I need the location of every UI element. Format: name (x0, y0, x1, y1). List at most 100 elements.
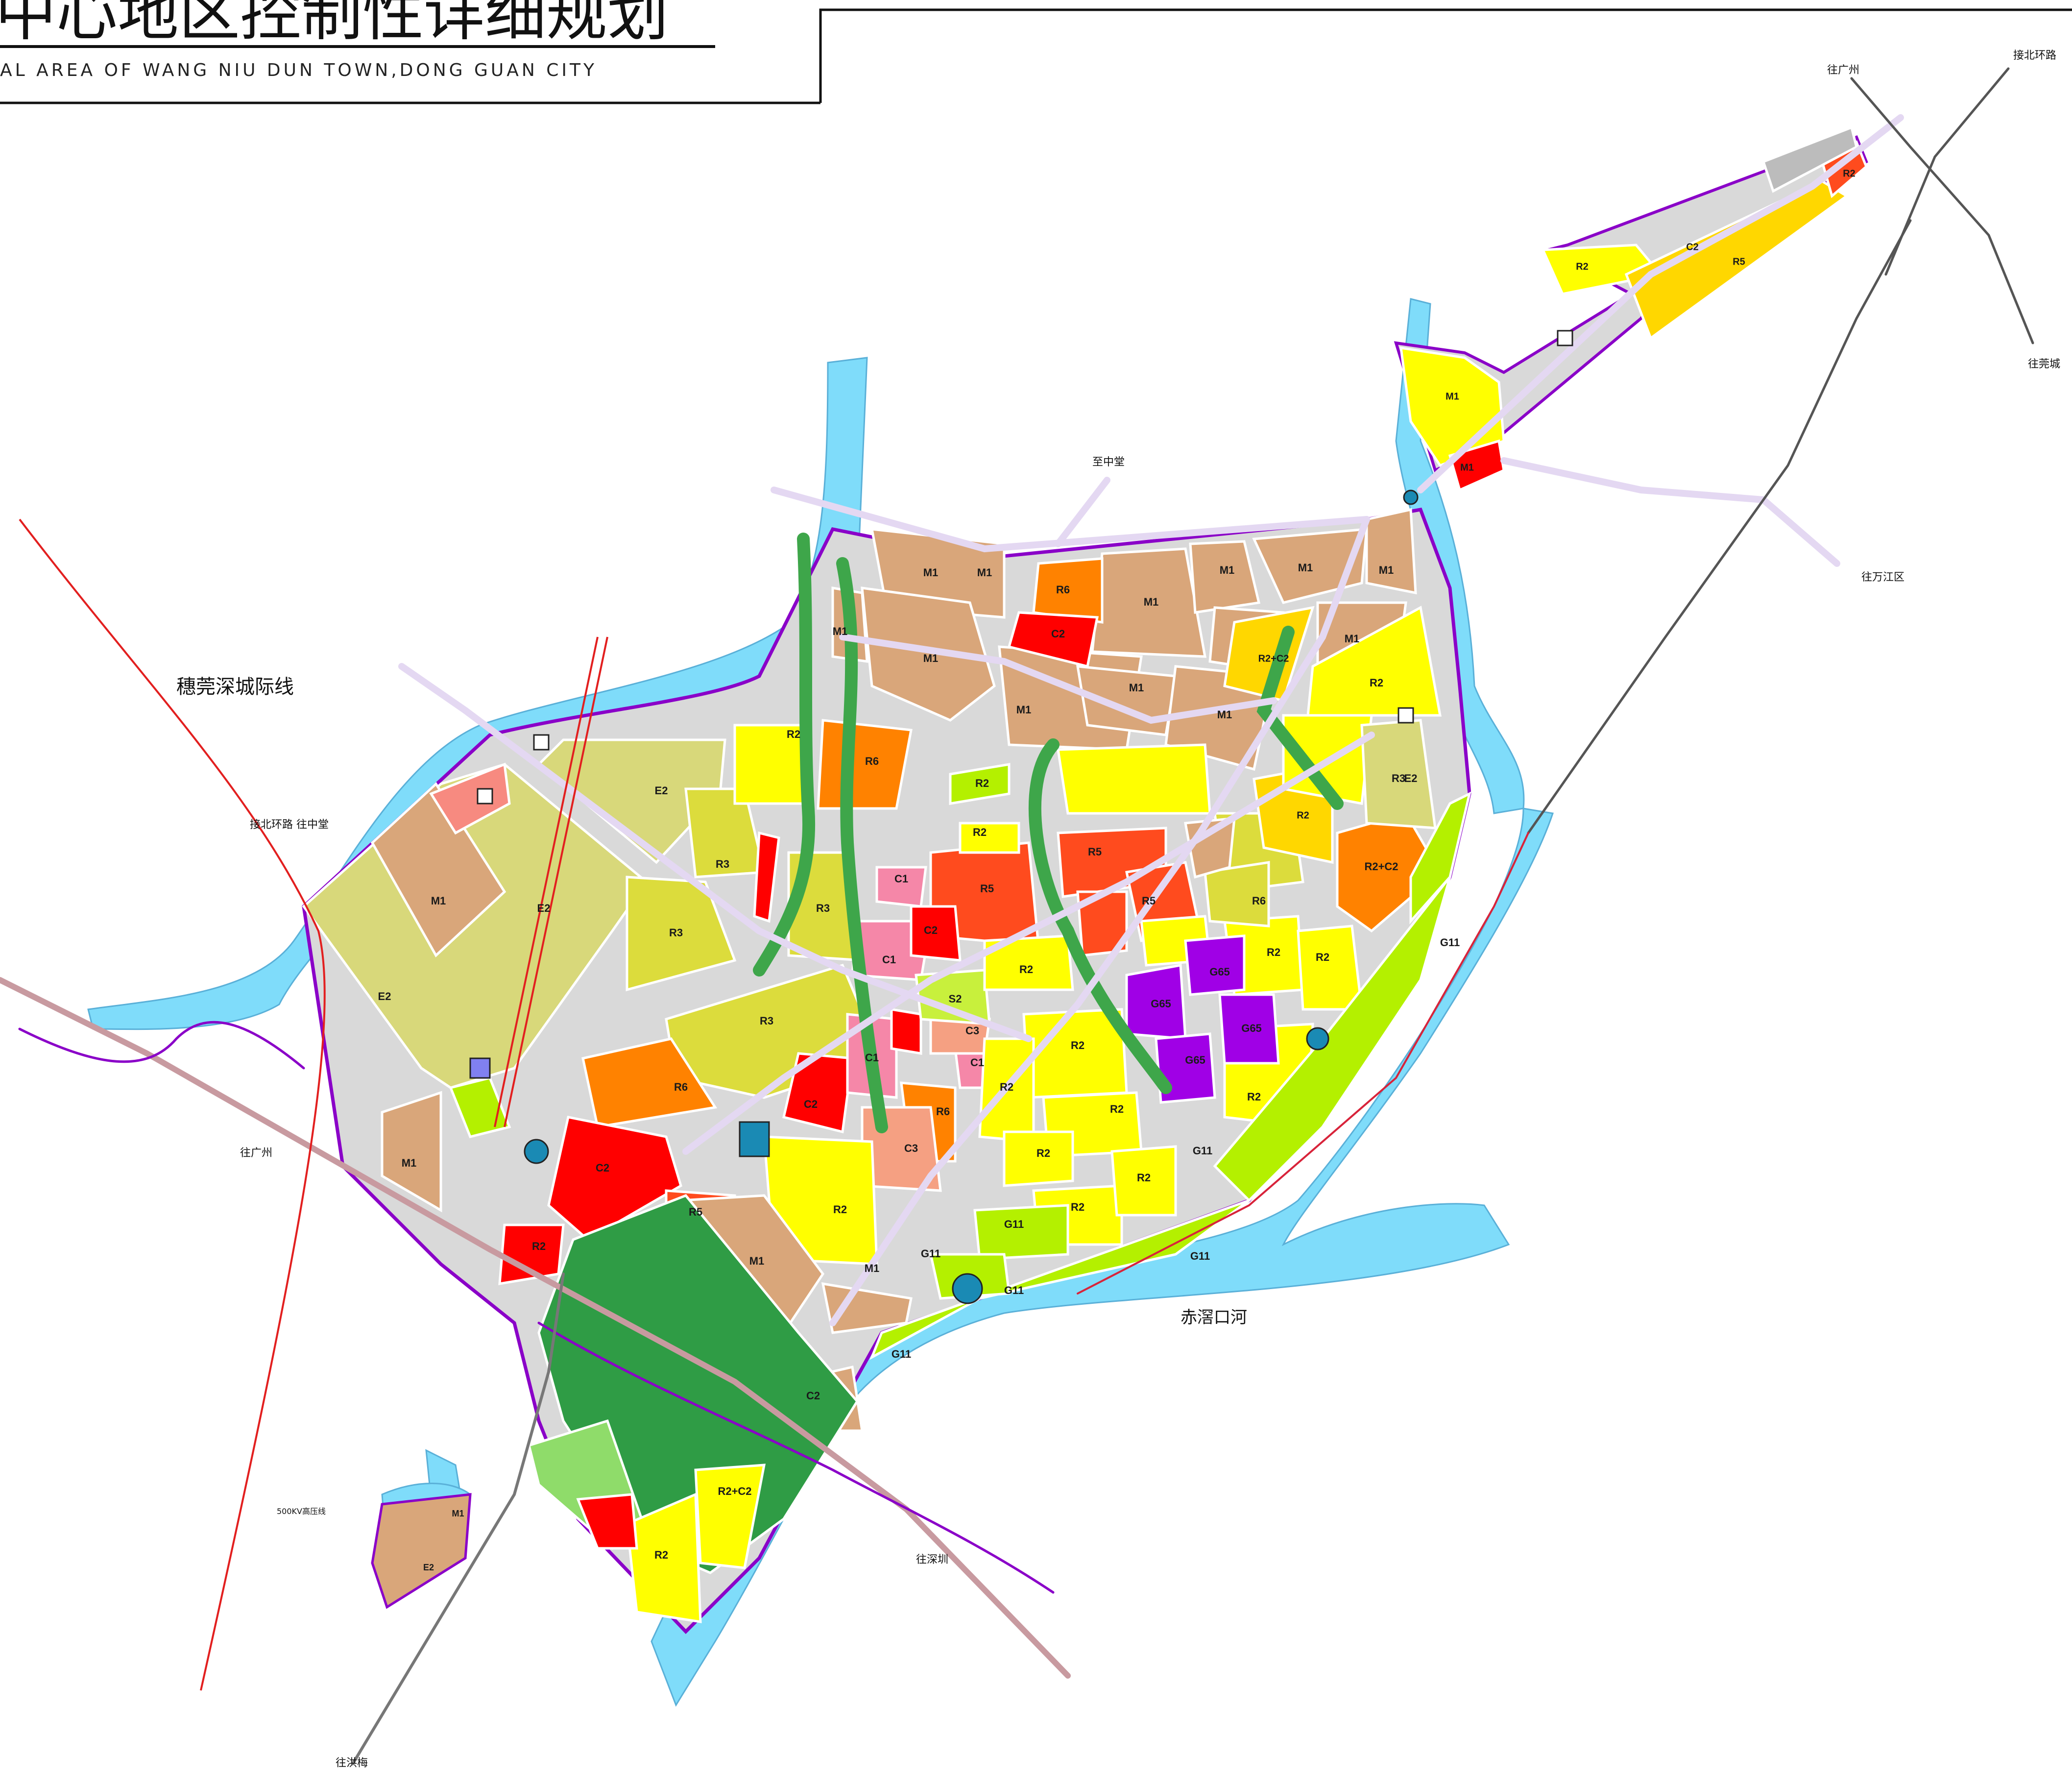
label-to-guangzhou-w: 往广州 (240, 1147, 272, 1159)
parcel-c2-sw-2 (576, 1493, 638, 1550)
parcel-m1-island (371, 1493, 472, 1609)
zone-label-2: M1 (977, 566, 992, 579)
zone-label-11: M1 (1129, 682, 1144, 694)
zone-label-66: G11 (891, 1348, 911, 1360)
parcel-e2-small (429, 762, 511, 835)
zone-label-21: E2 (1404, 772, 1418, 784)
power-line-2 (494, 636, 599, 1127)
zone-label-52: S2 (949, 993, 962, 1005)
zone-label-53: C3 (965, 1025, 979, 1037)
zone-label-81: M1 (452, 1509, 464, 1518)
zone-label-74: M1 (749, 1255, 765, 1267)
zone-label-18: E2 (655, 784, 668, 797)
parcel-g11-2 (1409, 791, 1471, 925)
zone-label-46: R2 (1316, 951, 1329, 963)
zone-label-15: R2+C2 (1258, 653, 1289, 664)
label-beihuan-zhongtang: 接北环路 往中堂 (250, 819, 329, 831)
parcel-m1-north-2 (861, 586, 996, 722)
zone-label-5: M1 (1144, 596, 1159, 608)
zone-label-34: C1 (970, 1056, 984, 1069)
zone-label-16: R2 (1370, 677, 1383, 689)
expressway-south-north (351, 1272, 565, 1765)
parcel-c2-north (1007, 611, 1099, 668)
zone-label-23: R3 (716, 858, 729, 870)
bus-icon (1403, 489, 1419, 505)
road-ne-connector (1417, 114, 1904, 493)
label-to-zhongtang-north: 至中堂 (1092, 456, 1125, 468)
zone-label-1: M1 (923, 566, 939, 579)
zone-label-50: G65 (1185, 1054, 1205, 1066)
zone-label-32: C1 (882, 953, 896, 966)
parcel-c2-2 (782, 1052, 854, 1134)
parcel-r2-ne (1306, 606, 1442, 717)
zone-label-20: E2 (378, 990, 391, 1002)
parcel-g65-4 (1218, 993, 1280, 1065)
parcel-m1-west (370, 782, 506, 957)
zone-label-79: R2 (1576, 261, 1589, 272)
label-power-line: 500KV高压线 (277, 1507, 326, 1516)
zone-label-62: G11 (1004, 1218, 1024, 1230)
label-to-guangzhou-ne: 往广州 (1827, 64, 1859, 76)
zone-label-29: R5 (1088, 846, 1102, 858)
road-north-spur (1055, 477, 1110, 547)
road-south-diag (682, 732, 1375, 1155)
zone-label-71: R2 (1843, 168, 1855, 179)
zone-label-19: E2 (537, 902, 551, 914)
parcel-m1-south-3 (381, 1091, 442, 1213)
expressway-southeast (537, 1321, 1055, 1594)
zone-label-8: M1 (1379, 564, 1394, 576)
zone-label-36: R2 (973, 826, 987, 838)
substation-icon (1306, 1027, 1329, 1050)
zone-label-3: M1 (923, 652, 939, 664)
power-line-1 (19, 518, 326, 1691)
zone-label-43: R2 (1137, 1172, 1151, 1184)
label-intercity-railway: 穗莞深城际线 (176, 676, 294, 698)
zone-label-25: R3 (816, 902, 830, 914)
zone-label-70: R5 (1733, 256, 1745, 267)
parcel-r2-13 (1297, 925, 1363, 1011)
zone-label-4: M1 (833, 625, 848, 637)
zone-label-44: R2 (833, 1203, 847, 1216)
zone-label-13: R6 (1056, 584, 1070, 596)
zone-label-82: E2 (423, 1563, 434, 1572)
parking-icon (1397, 707, 1414, 724)
expressways (0, 67, 2034, 1765)
zone-label-9: M1 (1345, 633, 1360, 645)
parcel-m1-north-10 (1076, 665, 1177, 736)
zone-label-40: R2 (1110, 1103, 1124, 1115)
zone-label-28: R5 (980, 882, 994, 895)
zone-label-78: R2 (532, 1240, 546, 1252)
parcel-g11-3 (973, 1204, 1069, 1261)
zone-label-85: R2+C2 (1364, 860, 1398, 873)
road-north-arterial (771, 487, 1370, 553)
expressway-interchange-ne (1850, 77, 2034, 344)
zone-label-59: R5 (689, 1206, 702, 1218)
title-block: 中心地区控制性详细规划 AL AREA OF WANG NIU DUN TOWN… (0, 0, 2072, 104)
zone-label-57: C2 (804, 1098, 818, 1110)
map-title: 中心地区控制性详细规划 (0, 0, 669, 49)
greenbelt-west-canal (753, 533, 815, 977)
zone-label-73: M1 (1460, 462, 1474, 473)
parcel-c2-central-2 (890, 1008, 922, 1055)
rail-east (1077, 832, 1529, 1295)
zone-label-7: M1 (1298, 562, 1313, 574)
road-east-ring (829, 516, 1370, 1326)
zone-label-22: M1 (431, 895, 446, 907)
parcel-r6-2 (581, 1037, 718, 1128)
zone-label-10: M1 (1016, 704, 1032, 716)
zone-label-84: R6 (1252, 895, 1266, 907)
zone-label-51: G65 (1241, 1022, 1262, 1034)
zone-label-69: R2+C2 (718, 1485, 751, 1497)
road-central-ew (839, 634, 1277, 724)
parcel-c2-big (547, 1116, 682, 1242)
zone-label-48: G65 (1151, 998, 1171, 1010)
greenbelt-central-canal (836, 557, 888, 1133)
map-subtitle: AL AREA OF WANG NIU DUN TOWN,DONG GUAN C… (0, 60, 597, 80)
label-to-shenzhen: 往深圳 (916, 1554, 948, 1566)
zone-label-35: C2 (924, 924, 938, 936)
label-to-beihuan: 接北环路 (2013, 49, 2056, 62)
parcel-m1-north-7 (1365, 508, 1417, 595)
parcel-r3-east-2 (1204, 861, 1270, 928)
zone-label-12: M1 (1217, 708, 1232, 721)
